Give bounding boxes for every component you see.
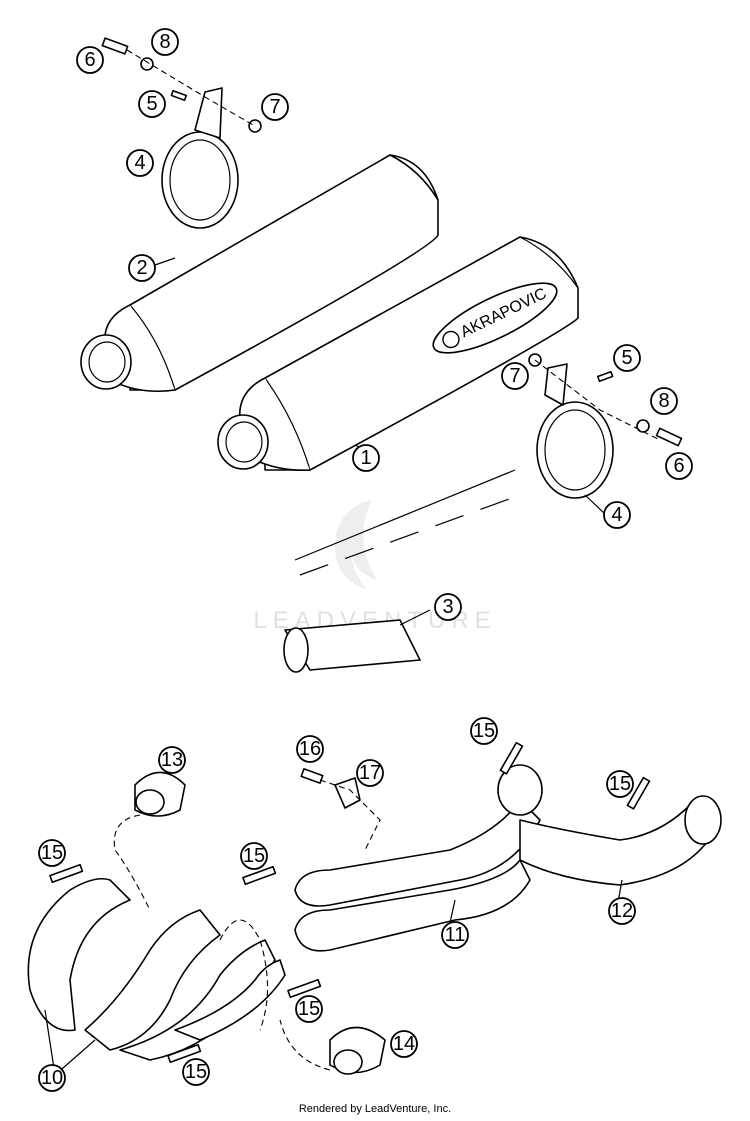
svg-text:17: 17 bbox=[359, 762, 381, 784]
callout-7-lower: 7 bbox=[501, 362, 529, 390]
callout-15-c: 15 bbox=[38, 839, 66, 867]
svg-text:6: 6 bbox=[84, 49, 95, 71]
muffler-clamp-4-upper bbox=[161, 87, 239, 229]
callout-15-d: 15 bbox=[240, 842, 268, 870]
svg-text:2: 2 bbox=[136, 257, 147, 279]
callout-15-e: 15 bbox=[295, 995, 323, 1023]
header-pipes-10 bbox=[27, 877, 286, 1061]
fasteners-upper bbox=[101, 37, 262, 133]
svg-text:4: 4 bbox=[134, 152, 145, 174]
svg-text:15: 15 bbox=[298, 998, 320, 1020]
watermark: LEADVENTURE bbox=[253, 500, 491, 634]
svg-text:14: 14 bbox=[393, 1033, 415, 1055]
svg-text:12: 12 bbox=[611, 900, 633, 922]
callout-6-upper: 6 bbox=[76, 46, 104, 74]
bolt-16-bracket-17 bbox=[300, 768, 381, 851]
svg-text:1: 1 bbox=[360, 447, 371, 469]
svg-text:16: 16 bbox=[299, 738, 321, 760]
callout-8-upper: 8 bbox=[151, 28, 179, 56]
callout-1: 1 bbox=[352, 444, 380, 472]
muffler-clamp-4-lower bbox=[536, 363, 614, 499]
callout-2: 2 bbox=[128, 254, 156, 282]
callout-17: 17 bbox=[356, 759, 384, 787]
svg-text:11: 11 bbox=[445, 924, 466, 946]
flange-14 bbox=[279, 1019, 386, 1075]
svg-text:10: 10 bbox=[41, 1067, 63, 1089]
callout-5-upper: 5 bbox=[138, 90, 166, 118]
callout-5-lower: 5 bbox=[613, 344, 641, 372]
muffler-1: AKRAPOVIC bbox=[217, 236, 579, 472]
callout-3: 3 bbox=[434, 593, 462, 621]
svg-text:15: 15 bbox=[185, 1061, 207, 1083]
callout-4-upper: 4 bbox=[126, 149, 154, 177]
springs-15 bbox=[49, 741, 651, 1064]
flange-13 bbox=[113, 771, 186, 911]
callout-10: 10 bbox=[38, 1064, 66, 1092]
mid-pipe-11 bbox=[294, 764, 543, 952]
callout-12: 12 bbox=[608, 897, 636, 925]
callout-15-f: 15 bbox=[182, 1058, 210, 1086]
callout-6-lower: 6 bbox=[665, 452, 693, 480]
callout-7-upper: 7 bbox=[261, 93, 289, 121]
muffler-2 bbox=[80, 154, 439, 393]
svg-text:15: 15 bbox=[41, 842, 63, 864]
footer-credit: Rendered by LeadVenture, Inc. bbox=[298, 1103, 452, 1115]
callout-11: 11 bbox=[441, 921, 469, 949]
svg-text:3: 3 bbox=[442, 596, 453, 618]
watermark-flame-icon bbox=[335, 500, 377, 590]
link-pipe-12 bbox=[519, 795, 722, 886]
svg-text:15: 15 bbox=[473, 720, 495, 742]
svg-text:15: 15 bbox=[243, 845, 265, 867]
svg-text:15: 15 bbox=[609, 773, 631, 795]
callout-14: 14 bbox=[390, 1030, 418, 1058]
packing-sleeve-3 bbox=[283, 469, 521, 673]
svg-text:5: 5 bbox=[621, 347, 632, 369]
callout-4-lower: 4 bbox=[603, 501, 631, 529]
callout-16: 16 bbox=[296, 735, 324, 763]
svg-text:4: 4 bbox=[611, 504, 622, 526]
svg-text:8: 8 bbox=[658, 390, 669, 412]
callout-15-b: 15 bbox=[606, 770, 634, 798]
fasteners-lower bbox=[528, 353, 683, 447]
callout-13: 13 bbox=[158, 746, 186, 774]
callout-15-a: 15 bbox=[470, 717, 498, 745]
svg-text:8: 8 bbox=[159, 31, 170, 53]
svg-text:7: 7 bbox=[509, 365, 520, 387]
svg-text:13: 13 bbox=[161, 749, 183, 771]
svg-text:5: 5 bbox=[146, 93, 157, 115]
callout-8-lower: 8 bbox=[650, 387, 678, 415]
svg-text:6: 6 bbox=[673, 455, 684, 477]
svg-text:7: 7 bbox=[269, 96, 280, 118]
